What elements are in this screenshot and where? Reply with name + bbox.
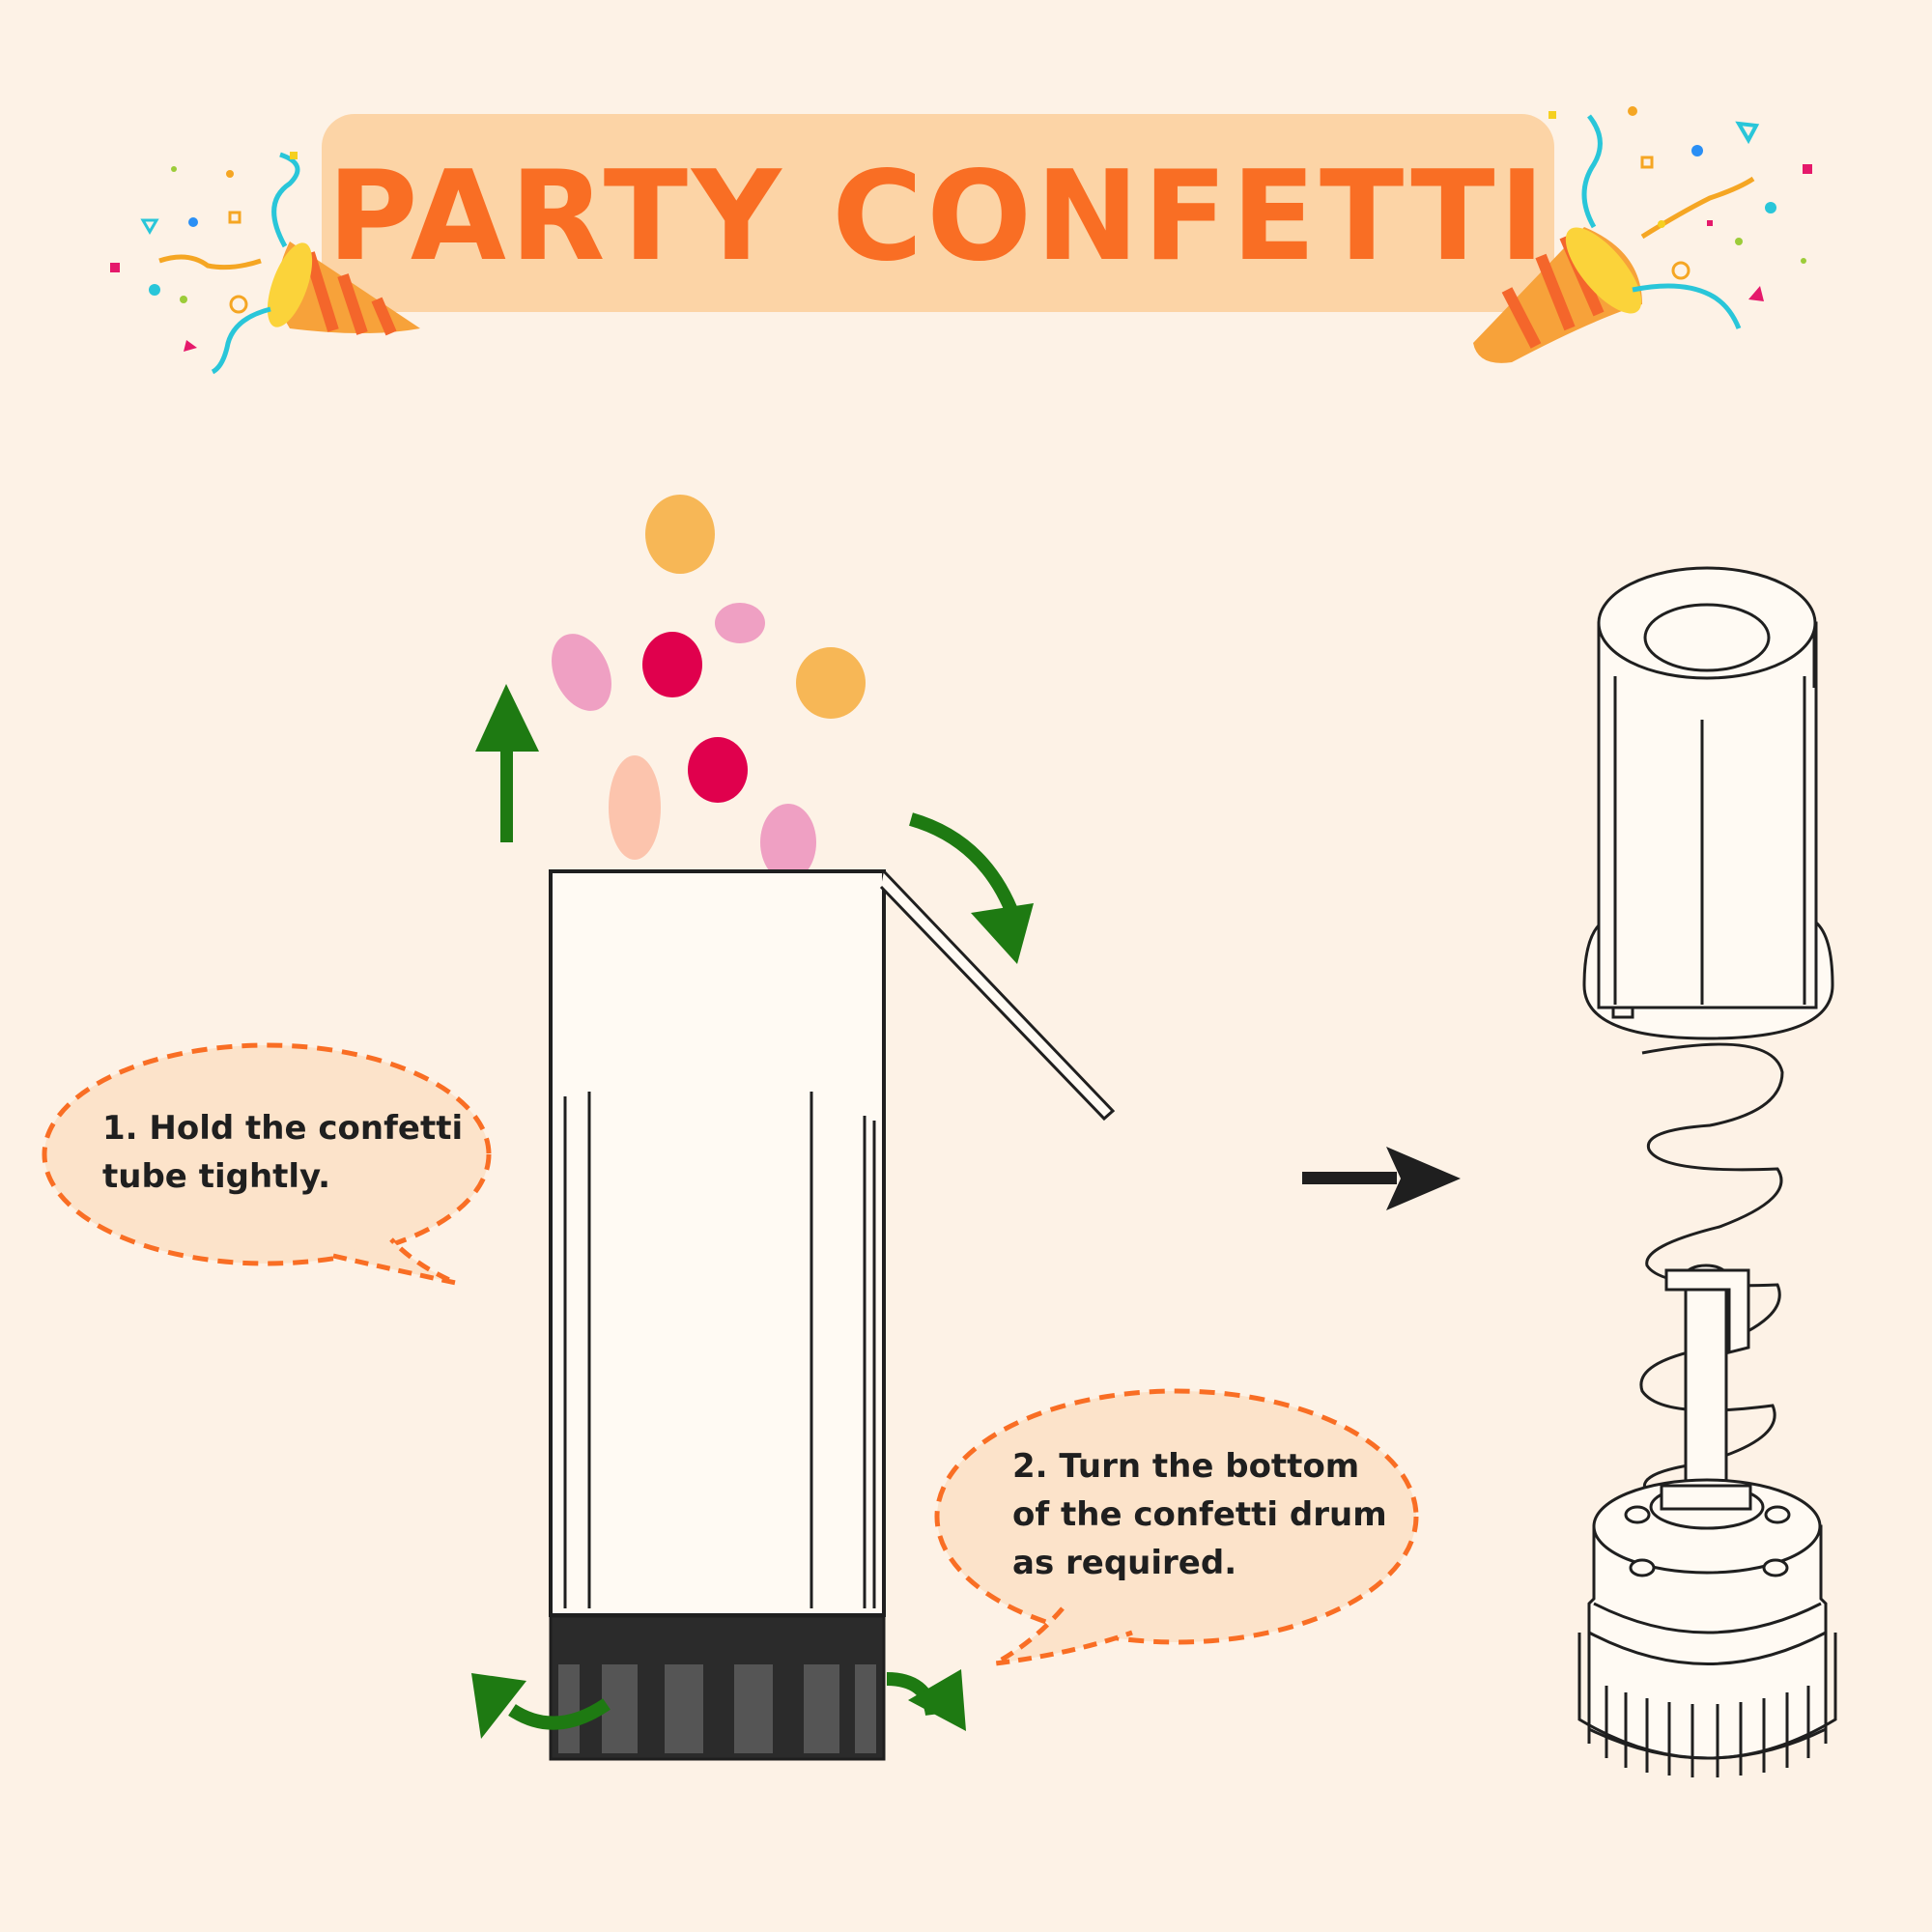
party-popper-icon-left (158, 152, 420, 375)
speech-bubble-2 (934, 1388, 1419, 1666)
confetti-icon-right (1548, 106, 1812, 301)
confetti-pieces (552, 495, 866, 881)
party-popper-icon-right (1473, 114, 1755, 363)
confetti-tube (549, 869, 1116, 1761)
spring-mechanism-icon (1577, 566, 1837, 1777)
step-2-text: 2. Turn the bottom of the confetti drum … (1012, 1447, 1387, 1582)
speech-bubble-1 (42, 1042, 492, 1286)
arrow-curved-icon-top (909, 812, 1034, 964)
page-title: PARTY CONFETTI (327, 145, 1549, 289)
confetti-icon-left (110, 152, 298, 352)
title-banner (322, 114, 1554, 312)
arrow-curved-icon-right (886, 1669, 966, 1731)
arrow-up-icon (475, 684, 539, 842)
arrow-curved-icon-left (471, 1673, 611, 1739)
step-1-text: 1. Hold the confetti tube tightly. (102, 1109, 464, 1196)
arrow-right-icon (1302, 1147, 1461, 1210)
